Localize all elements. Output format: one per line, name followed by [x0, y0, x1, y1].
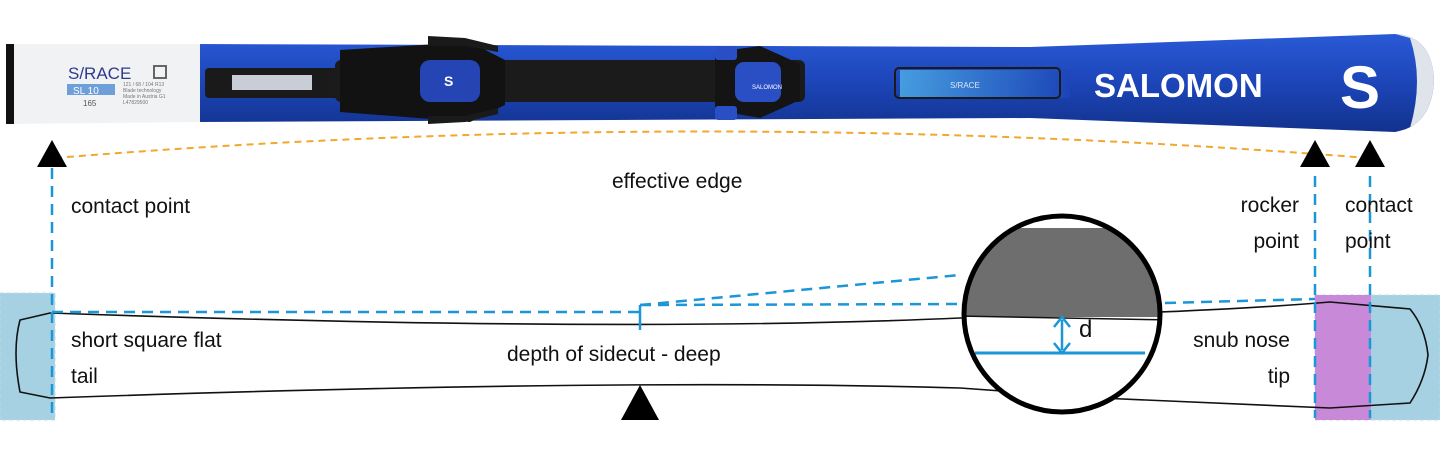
rail-sticker: S/RACE	[950, 81, 980, 90]
contact-point-tail-marker	[37, 140, 67, 167]
rocker-zone	[1315, 295, 1371, 420]
effective-edge-arc	[54, 130, 1369, 159]
qr-icon	[153, 65, 167, 79]
ski-top-logo: S/RACE	[68, 64, 131, 83]
tail-shape-label-line2: tail	[71, 365, 98, 388]
rocker-point-marker	[1300, 140, 1330, 167]
rocker-point-label-line2: point	[1253, 230, 1299, 253]
inset-edge-block	[964, 228, 1160, 317]
binding-mark-toe: SALOMON	[752, 85, 782, 91]
tip-shape-label-line1: snub nose	[1193, 329, 1290, 352]
spec-line: L47829500	[123, 100, 148, 106]
depth-arrow-head-up	[1053, 314, 1071, 328]
tip-shape-label-line2: tip	[1267, 365, 1290, 388]
contact-point-tail-label: contact point	[71, 195, 191, 218]
brand-wordmark: SALOMON	[1094, 67, 1263, 104]
ski-tail-end	[6, 44, 14, 124]
contact-point-tip-label-line2: point	[1345, 230, 1391, 253]
guide-lines	[50, 150, 1372, 418]
zoom-inset	[961, 213, 1163, 415]
sidecut-waist-marker	[621, 385, 659, 420]
spec-line: Made in Austria G1	[123, 94, 166, 100]
ski-outline-top-edge	[15, 301, 1429, 409]
ski-length: 165	[83, 99, 97, 108]
spec-line: Blade technology	[123, 88, 162, 94]
ski-fade-strip	[900, 70, 1070, 98]
tail-shape-label-line1: short square flat	[71, 329, 222, 352]
contact-point-tip-marker	[1355, 140, 1385, 167]
effective-edge-label: effective edge	[612, 170, 743, 193]
spec-line: 121 / 68 / 104 R13	[123, 82, 164, 88]
ski-tip-white	[1395, 34, 1434, 132]
ski-top-view	[6, 34, 1434, 132]
tail-zone	[0, 292, 56, 421]
model-badge: SL 10	[73, 86, 99, 97]
tip-rail	[894, 67, 1061, 99]
sidecut-label: depth of sidecut - deep	[507, 343, 721, 366]
binding-mark-heel: S	[444, 73, 453, 89]
contact-point-tip-label-line1: contact	[1345, 194, 1413, 217]
depth-arrow-head-down	[1053, 342, 1071, 356]
brand-s-logo: S	[1340, 54, 1380, 121]
rocker-point-label-line1: rocker	[1240, 194, 1299, 217]
depth-symbol: d	[1079, 316, 1093, 343]
ski-body	[195, 34, 1434, 132]
